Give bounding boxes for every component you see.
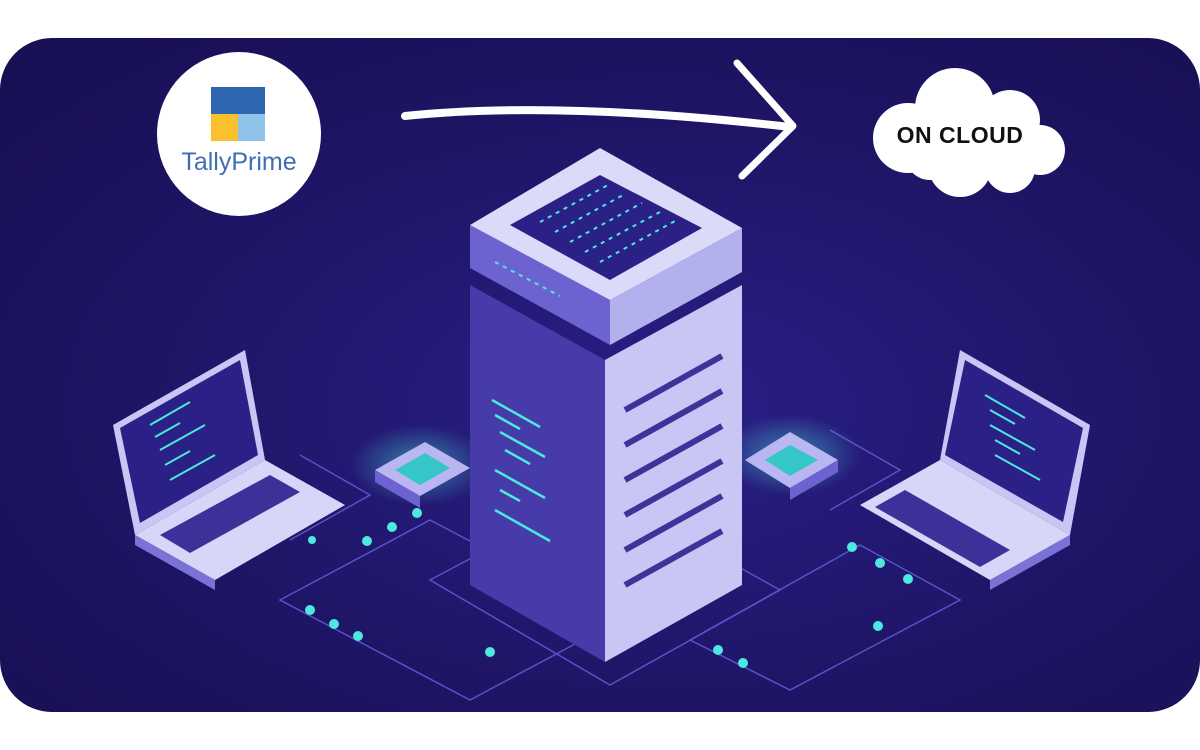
tallyprime-logo-mark (211, 87, 265, 141)
arrow-icon (401, 59, 797, 180)
laptop-right (860, 350, 1090, 590)
laptop-left (113, 350, 345, 590)
cloud-icon (873, 68, 1065, 197)
circuit-dots (305, 508, 913, 668)
server-tower (470, 148, 742, 662)
chip-right (720, 415, 860, 500)
chip-left (350, 425, 490, 508)
cloud-label: ON CLOUD (896, 122, 1024, 148)
tallyprime-logo: TallyPrime (157, 52, 321, 216)
logo-text: TallyPrime (181, 148, 297, 176)
